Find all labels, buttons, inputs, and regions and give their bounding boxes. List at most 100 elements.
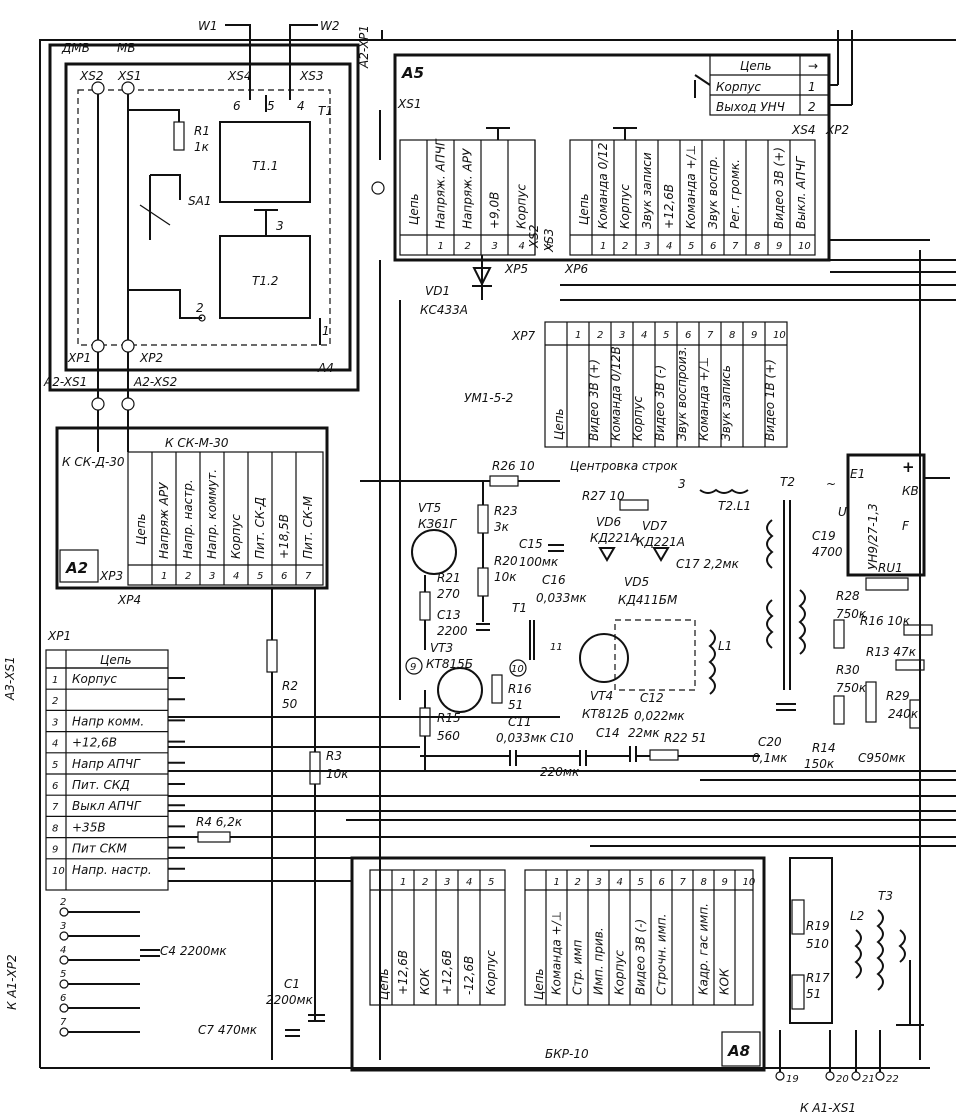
xp1-label-5: Напр АПЧГ [72, 757, 141, 771]
c14-value: 22мк [628, 726, 660, 740]
xp7-pin-10: 10 [773, 330, 786, 341]
a8l-label-1: +12,6В [396, 950, 410, 995]
a1xp2-pin-6 [59, 1003, 69, 1013]
sa1-label: SA1 [188, 194, 211, 208]
vd1-label: VD1 [425, 284, 450, 298]
r26-label: R26 10 [492, 459, 535, 473]
a1xp2-pin-7 [59, 1027, 69, 1037]
a1xs1-pin-20 [825, 1071, 835, 1081]
t2-label: T2 [780, 475, 795, 489]
xp1-pin-6: 6 [52, 781, 58, 792]
a1xp2-pin-num-4: 4 [60, 945, 66, 956]
r23-label: R23 [494, 504, 518, 518]
xp7-pin-5: 5 [663, 330, 669, 341]
w2-label: W2 [320, 19, 340, 33]
dmv-label: ДМВ [61, 41, 90, 55]
a1xp2-pin-num-5: 5 [60, 969, 66, 980]
t1-label: T1 [318, 104, 333, 118]
r20-label: R20 [494, 554, 518, 568]
a1xs1-pin-19 [775, 1071, 785, 1081]
hdef-section: VT5 КЗ61Г R26 10 R23 3к R20 10к C15 100м… [360, 459, 806, 779]
a5r-label-2: Корпус [618, 184, 632, 229]
a2xp1-label: A2-XP1 [357, 25, 371, 69]
a8l-pin-1: 1 [400, 877, 406, 888]
a5r-pin-4: 4 [666, 241, 672, 252]
xp1-label-8: +35В [72, 820, 106, 834]
vd6-type: КД221А [590, 531, 639, 545]
xp1-pin-1: 1 [52, 675, 58, 686]
a2-sub: К СК-Д-30 [62, 455, 125, 469]
xs3-label: XS3 [299, 69, 323, 83]
xp7-pin-8: 8 [729, 330, 735, 341]
r16-value: 51 [508, 698, 523, 712]
c1-label: C1 [284, 977, 300, 991]
a8r-label-6: Строчн. имп. [655, 914, 669, 995]
xp7-pin-9: 9 [751, 330, 757, 341]
a5r-label-4: +12,6В [662, 184, 676, 229]
c20-value: 0,1мк [752, 751, 788, 765]
a5r-pin-2: 2 [622, 241, 628, 252]
c19-label: C19 [812, 529, 836, 543]
a2-label-1: Напряж АРУ [157, 482, 171, 559]
xp7-label-7: Команда +/⊥ [697, 357, 711, 441]
xp7-label-10: Видео 1В (+) [763, 359, 777, 441]
xp1-label-9: Пит СКМ [72, 842, 128, 856]
t12-label: T1.2 [252, 274, 278, 288]
a5r-name: XS3 [542, 229, 556, 253]
a1xs1-pin-21 [851, 1071, 861, 1081]
a1xp2-pin-4 [59, 955, 69, 965]
a4-pin-1: 1 [322, 324, 330, 338]
a2-label-6: +18,5В [277, 514, 291, 559]
vt5-label: VT5 [418, 501, 441, 515]
a8l-label-5: Корпус [484, 950, 498, 995]
xp7-label-6: Звук воспроиз. [675, 346, 689, 441]
a1xs1-pin-22 [875, 1071, 885, 1081]
a2-header: Цепь [134, 513, 148, 545]
vt5-type: КЗ61Г [418, 517, 457, 531]
a5-out-header: Цепь [740, 59, 772, 73]
c4-label: C4 2200мк [160, 944, 227, 958]
r13-label: R13 47к [866, 645, 917, 659]
a5l-label-2: Напряж. АРУ [461, 148, 475, 229]
l2-label: L2 [850, 909, 864, 923]
a5r-pin-5: 5 [688, 241, 694, 252]
r4-label: R4 6,2к [196, 815, 243, 829]
a5r-pin-6: 6 [710, 241, 716, 252]
xp7-header: Цепь [552, 408, 566, 440]
tilde: ~ [826, 477, 836, 491]
a5r-label-1: Команда 0/12 [596, 142, 610, 229]
xp1-a4-label: XP1 [67, 351, 91, 365]
a1xp2-pin-num-6: 6 [60, 993, 66, 1004]
a5l-pin-5: 5 [546, 241, 552, 252]
a5l-header: Цепь [407, 193, 421, 225]
vd5-type: КД411БМ [618, 593, 678, 607]
mv-label: МВ [117, 41, 136, 55]
a5l-label-1: Напряж. АПЧГ [434, 138, 448, 229]
e1-label: E1 [850, 467, 865, 481]
a2-pin-7: 7 [305, 571, 312, 582]
xp7-pin-6: 6 [685, 330, 691, 341]
a2-pin-5: 5 [257, 571, 263, 582]
a2-pin-2: 2 [185, 571, 191, 582]
r16-label: R16 [508, 682, 532, 696]
a8l-pin-5: 5 [488, 877, 494, 888]
r3-value: 10к [326, 767, 349, 781]
a2-pin-6: 6 [281, 571, 287, 582]
vt3-label: VT3 [430, 641, 453, 655]
a1xp2-label: К А1-ХР2 [5, 954, 19, 1010]
a5l-label-4: Корпус [515, 184, 529, 229]
a8r-pin-10: 10 [743, 877, 756, 888]
xs2-label: XS2 [79, 69, 103, 83]
r3-label: R3 [326, 749, 342, 763]
xp1-label-3: Напр комм. [72, 714, 144, 728]
xp1-label-6: Пит. СКД [72, 778, 130, 792]
a4-pin-3: 3 [276, 219, 284, 233]
a5l-name: XS2 [527, 225, 541, 249]
block-a4: XS2 XS1 XS4 XS3 XP1 XP2 A4 R1 1к SA1 T1 … [48, 43, 360, 398]
a5-id: A5 [401, 64, 424, 82]
a1xs1-pin-num-22: 22 [886, 1074, 899, 1085]
